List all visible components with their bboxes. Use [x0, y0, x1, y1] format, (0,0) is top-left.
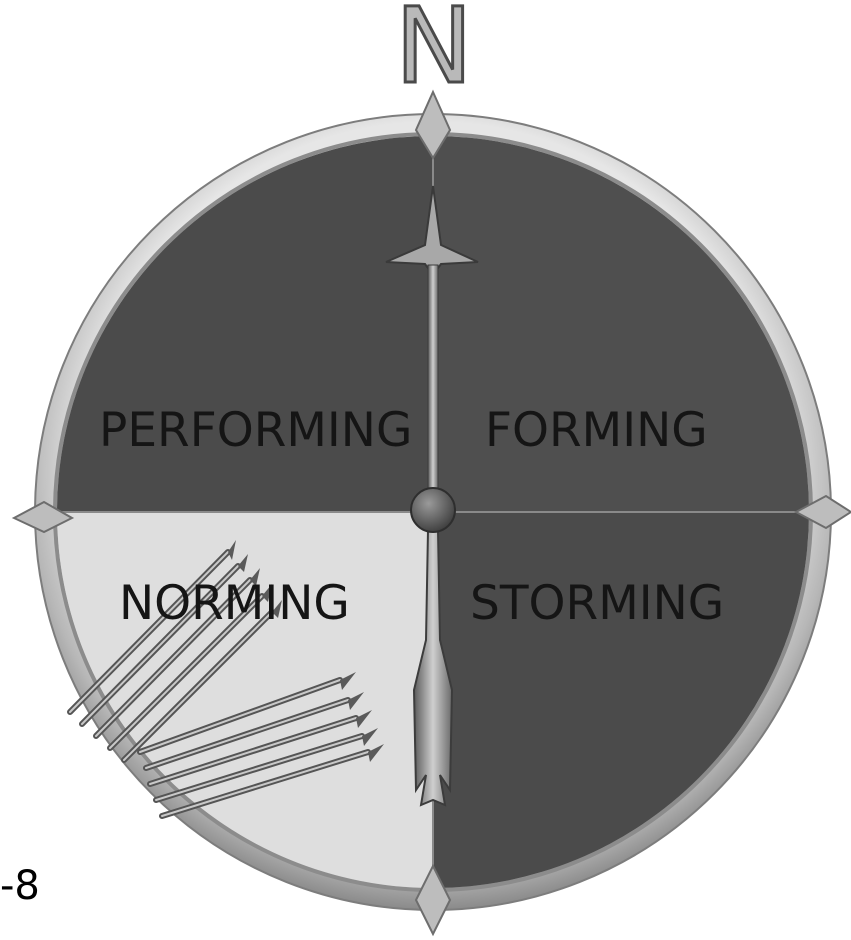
- needle-shaft: [428, 265, 438, 495]
- label-norming: NORMING: [119, 580, 350, 627]
- label-forming: FORMING: [485, 407, 708, 454]
- page-marker: -8: [0, 866, 40, 906]
- label-storming: STORMING: [470, 580, 724, 627]
- quadrant-storming: [433, 512, 851, 932]
- label-performing: PERFORMING: [99, 407, 412, 454]
- compass-hub: [411, 488, 455, 532]
- north-label: N: [395, 0, 471, 98]
